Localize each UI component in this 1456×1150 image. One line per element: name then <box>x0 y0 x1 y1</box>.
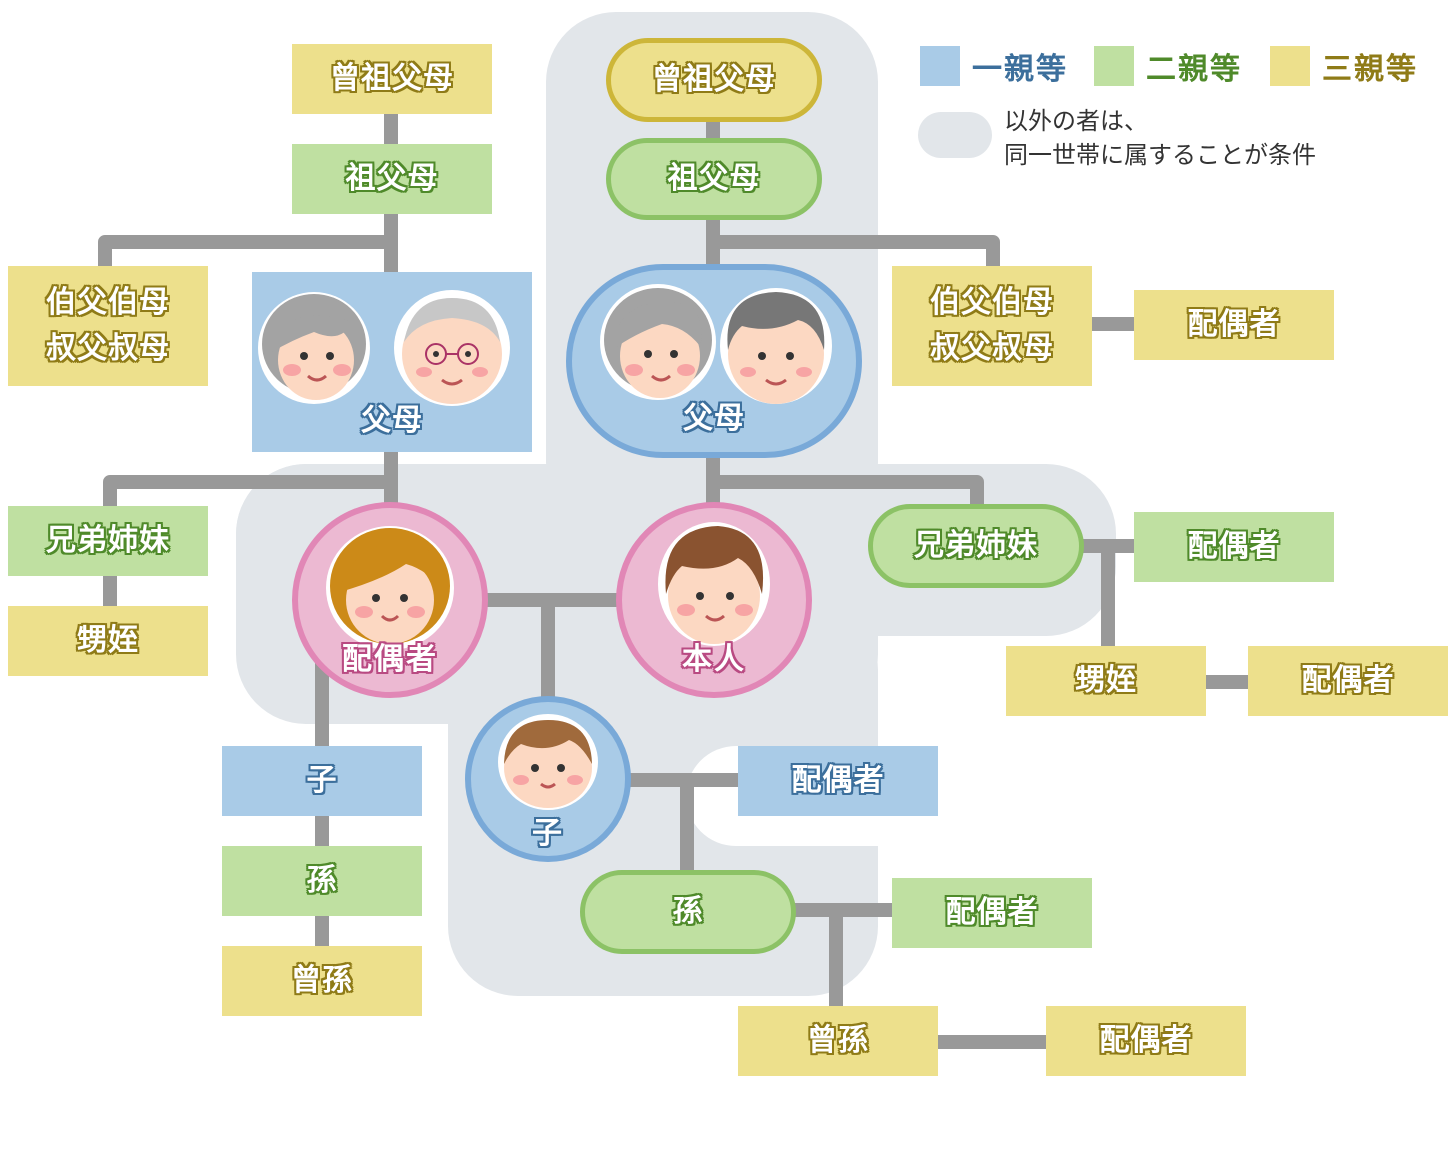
legend-swatch-blue <box>920 46 960 86</box>
child-spouse: 配偶者 <box>738 746 938 816</box>
grandchild-spouse: 配偶者 <box>892 878 1092 948</box>
right-uncle-aunt-line1: 伯父伯母 <box>930 284 1054 320</box>
child-face-icon <box>498 714 598 810</box>
right-grandparents: 祖父母 <box>606 138 822 220</box>
grandfather-face-icon <box>394 290 510 406</box>
legend-note-line2: 同一世帯に属することが条件 <box>1004 141 1316 169</box>
legend-note: 以外の者は、 同一世帯に属することが条件 <box>1004 104 1316 172</box>
child-label: 子 <box>532 816 564 851</box>
mother-face-icon <box>600 284 716 400</box>
left-siblings: 兄弟姉妹 <box>8 506 208 576</box>
left-uncle-aunt: 伯父伯母 叔父叔母 <box>8 266 208 386</box>
left-parents: 父母 <box>252 272 532 452</box>
spouse-circle: 配偶者 <box>292 502 488 698</box>
left-grandparents: 祖父母 <box>292 144 492 214</box>
right-great-grandparents: 曾祖父母 <box>606 38 822 122</box>
right-grandchild: 孫 <box>580 870 796 954</box>
legend-second-degree: 二親等 <box>1094 44 1242 88</box>
grandmother-face-icon <box>258 292 370 404</box>
father-face-icon <box>720 288 832 404</box>
self-face-icon <box>658 522 770 646</box>
connector-lines <box>98 112 1250 1049</box>
left-nephew-niece: 甥姪 <box>8 606 208 676</box>
legend-first-label: 一親等 <box>972 52 1068 87</box>
right-nephew-niece: 甥姪 <box>1006 646 1206 716</box>
legend-note-line1: 以外の者は、 <box>1004 107 1148 135</box>
right-uncle-aunt-line2: 叔父叔母 <box>930 331 1054 366</box>
spouse-label: 配偶者 <box>342 642 438 677</box>
left-uncle-aunt-line2: 叔父叔母 <box>46 331 170 366</box>
left-child: 子 <box>222 746 422 816</box>
elderly-couple-illustration <box>258 290 510 406</box>
left-parents-label: 父母 <box>361 402 423 438</box>
legend-third-label: 三親等 <box>1322 52 1418 87</box>
self-label: 本人 <box>682 642 746 677</box>
self-parents-illustration <box>600 284 832 404</box>
right-great-grandchild: 曾孫 <box>738 1006 938 1076</box>
left-grandchild: 孫 <box>222 846 422 916</box>
left-great-grandchild: 曾孫 <box>222 946 422 1016</box>
left-uncle-aunt-line1: 伯父伯母 <box>46 284 170 320</box>
legend-household-swatch <box>918 112 992 158</box>
spouse-face-icon <box>326 526 454 650</box>
right-parents: 父母 <box>566 264 862 458</box>
left-great-grandparents: 曾祖父母 <box>292 44 492 114</box>
right-uncle-aunt: 伯父伯母 叔父叔母 <box>892 266 1092 386</box>
child-circle: 子 <box>465 696 631 862</box>
right-siblings: 兄弟姉妹 <box>868 504 1084 588</box>
legend-first-degree: 一親等 <box>920 44 1068 88</box>
legend-third-degree: 三親等 <box>1270 44 1418 88</box>
right-nephew-niece-spouse: 配偶者 <box>1248 646 1448 716</box>
right-parents-label: 父母 <box>683 400 745 436</box>
great-grandchild-spouse: 配偶者 <box>1046 1006 1246 1076</box>
legend-swatch-green <box>1094 46 1134 86</box>
legend-second-label: 二親等 <box>1146 52 1242 87</box>
self-circle: 本人 <box>616 502 812 698</box>
right-siblings-spouse: 配偶者 <box>1134 512 1334 582</box>
legend-swatch-yellow <box>1270 46 1310 86</box>
right-uncle-aunt-spouse: 配偶者 <box>1134 290 1334 360</box>
